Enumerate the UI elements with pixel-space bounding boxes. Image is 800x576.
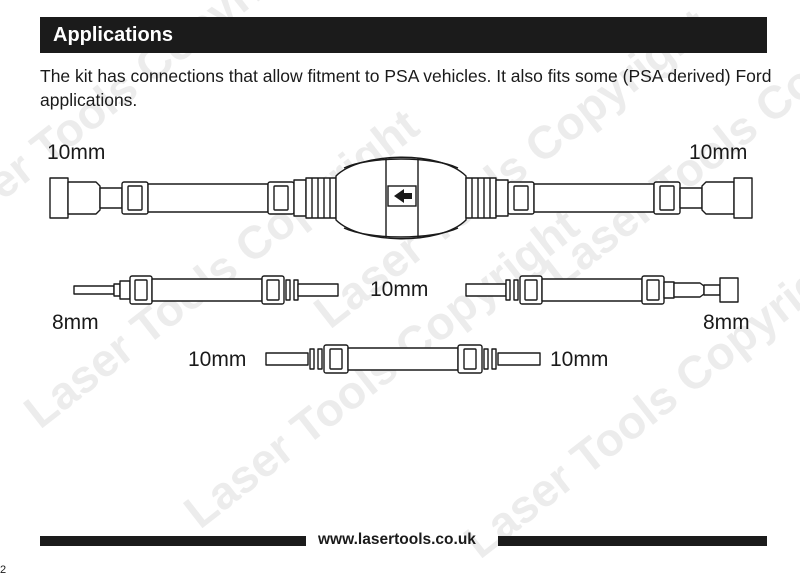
top-left-hose: [147, 183, 269, 213]
top-left-hose-clamp: [267, 179, 307, 217]
middle-left-adapter: [73, 275, 339, 305]
middle-left-size-label: 8mm: [52, 311, 99, 334]
top-right-hose-clamp: [495, 179, 535, 217]
middle-center-size-label: 10mm: [370, 278, 429, 301]
footer-website-link[interactable]: www.lasertools.co.uk: [318, 531, 476, 548]
section-header-bar: Applications: [40, 17, 767, 53]
top-right-size-label: 10mm: [689, 141, 748, 164]
footer-bar-right: [498, 536, 767, 546]
bottom-left-size-label: 10mm: [188, 348, 247, 371]
arrow-left-icon: [387, 185, 417, 207]
bottom-right-size-label: 10mm: [550, 348, 609, 371]
footer-bar-left: [40, 536, 306, 546]
middle-right-adapter: [465, 275, 739, 305]
bottom-adapter: [265, 344, 541, 374]
page-number: 2: [0, 564, 7, 576]
section-title: Applications: [53, 24, 174, 46]
top-left-size-label: 10mm: [47, 141, 106, 164]
middle-right-size-label: 8mm: [703, 311, 750, 334]
top-left-connector: [49, 177, 149, 219]
intro-paragraph: The kit has connections that allow fitme…: [40, 66, 772, 110]
top-right-connector: [653, 177, 753, 219]
top-right-hose: [533, 183, 655, 213]
